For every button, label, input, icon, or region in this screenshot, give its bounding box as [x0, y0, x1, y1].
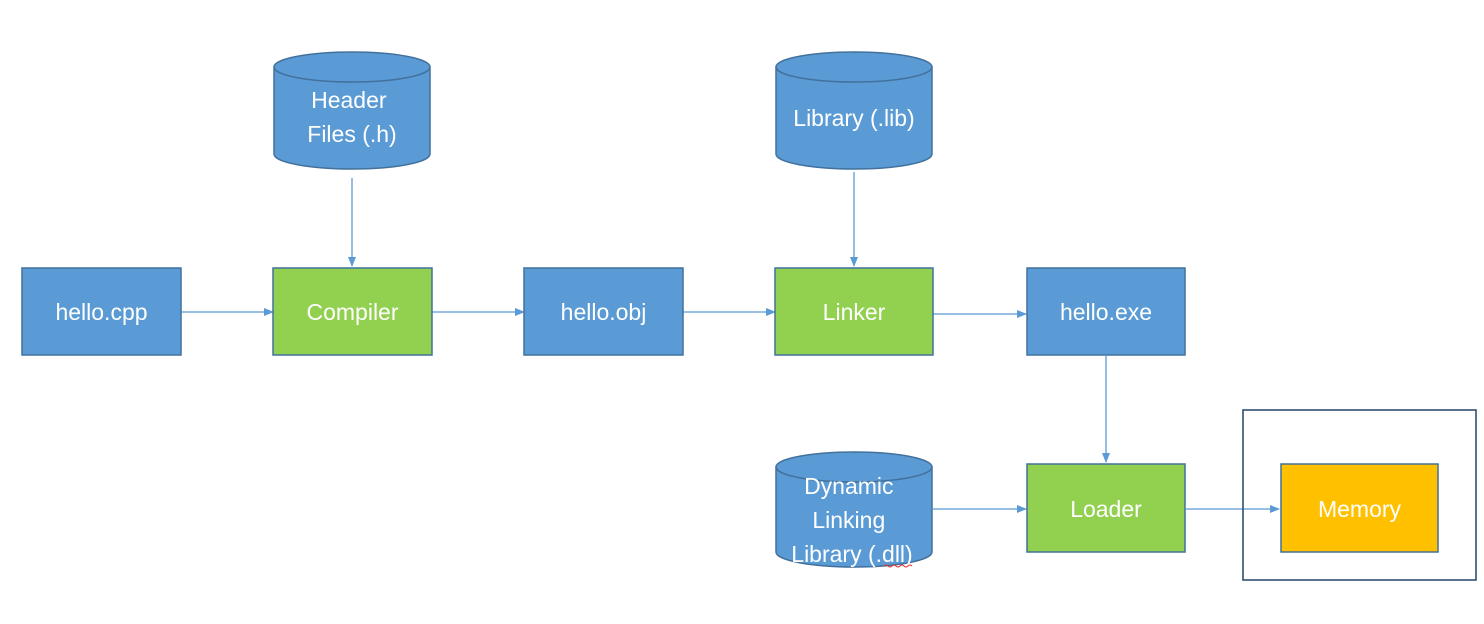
node-hello-exe[interactable]: hello.exe	[1026, 267, 1186, 356]
node-linker[interactable]: Linker	[774, 267, 934, 356]
node-loader-box	[1026, 463, 1186, 553]
node-library-top	[775, 51, 933, 83]
node-header-files[interactable]: Header Files (.h)	[273, 51, 431, 170]
node-memory-box	[1280, 463, 1439, 553]
node-library-body	[775, 67, 933, 170]
node-hello-obj-box	[523, 267, 684, 356]
node-dll[interactable]: Dynamic Linking Library (.dll)	[775, 451, 933, 568]
node-linker-box	[774, 267, 934, 356]
node-hello-cpp-label: hello.cpp	[55, 299, 147, 325]
node-header-files-line-2: Files (.h)	[307, 121, 396, 147]
node-compiler[interactable]: Compiler	[272, 267, 433, 356]
node-memory-label: Memory	[1318, 496, 1402, 522]
node-hello-exe-box	[1026, 267, 1186, 356]
node-header-files-label: Header Files (.h)	[307, 87, 396, 147]
node-hello-cpp-box	[21, 267, 182, 356]
node-loader-label: Loader	[1070, 496, 1142, 522]
edges	[181, 172, 1280, 513]
node-dll-line-2: Linking	[812, 507, 885, 533]
node-header-files-top	[273, 51, 431, 83]
node-library[interactable]: Library (.lib)	[775, 51, 933, 170]
node-dll-line-1: Dynamic	[804, 473, 893, 499]
node-hello-exe-label: hello.exe	[1060, 299, 1152, 325]
memory-frame	[1242, 409, 1477, 581]
node-header-files-body	[273, 67, 431, 170]
node-compiler-box	[272, 267, 433, 356]
node-dll-body	[775, 467, 933, 568]
node-dll-line-3: Library (.dll)	[791, 541, 912, 567]
node-dll-top	[775, 451, 933, 483]
node-hello-obj[interactable]: hello.obj	[523, 267, 684, 356]
node-linker-label: Linker	[823, 299, 886, 325]
node-library-label: Library (.lib)	[793, 105, 914, 131]
spellcheck-underline	[883, 564, 913, 568]
node-compiler-label: Compiler	[306, 299, 398, 325]
node-loader[interactable]: Loader	[1026, 463, 1186, 553]
node-hello-obj-label: hello.obj	[561, 299, 647, 325]
node-header-files-line-1: Header	[311, 87, 387, 113]
node-memory[interactable]: Memory	[1280, 463, 1439, 553]
node-dll-label: Dynamic Linking Library (.dll)	[791, 473, 912, 567]
node-hello-cpp[interactable]: hello.cpp	[21, 267, 182, 356]
